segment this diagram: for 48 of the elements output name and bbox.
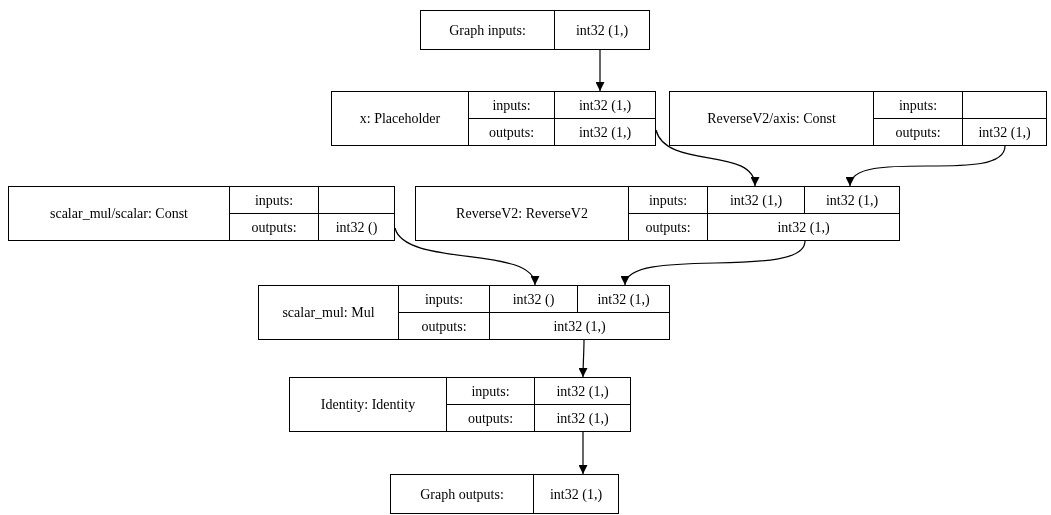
port-label: inputs:: [491, 96, 532, 115]
type-value: int32 (1,): [554, 119, 655, 145]
op-record: [669, 91, 1047, 146]
port-label: outputs:: [420, 317, 468, 336]
port-label: inputs:: [897, 96, 939, 115]
type-value: int32 (1,): [534, 405, 630, 431]
type-value: int32 (1,): [577, 286, 669, 312]
op-record: [415, 186, 900, 241]
op-name: ReverseV2: ReverseV2: [455, 205, 589, 223]
port-label: inputs:: [647, 191, 689, 210]
port-label: outputs:: [894, 123, 942, 142]
type-value: int32 (1,): [533, 475, 618, 513]
io-record: [390, 474, 619, 514]
type-value: int32 (1,): [707, 214, 899, 240]
io-record: [420, 10, 650, 50]
port-label: inputs:: [253, 191, 295, 210]
port-label: outputs:: [250, 218, 298, 237]
type-value: int32 (1,): [554, 92, 655, 118]
arrow: [578, 431, 588, 475]
port-label: outputs:: [644, 218, 692, 237]
op-record: [331, 91, 656, 146]
port-label: inputs:: [470, 382, 511, 401]
op-record: [289, 377, 631, 432]
type-value: int32 (1,): [534, 378, 630, 404]
type-value: int32 (): [318, 214, 394, 240]
op-name: scalar_mul: Mul: [281, 304, 376, 322]
arrow: [624, 240, 806, 286]
op-record: [258, 285, 670, 340]
arrow: [394, 227, 537, 286]
type-value: int32 (1,): [554, 11, 649, 49]
op-name: ReverseV2/axis: Const: [706, 110, 837, 128]
type-value: int32 (1,): [962, 119, 1046, 145]
type-value: int32 (): [489, 286, 577, 312]
op-name: Identity: Identity: [319, 396, 417, 414]
op-name: scalar_mul/scalar: Const: [49, 205, 189, 223]
type-value: int32 (1,): [489, 313, 669, 339]
record-name: Graph outputs:: [419, 485, 505, 504]
type-value: int32 (1,): [707, 187, 804, 213]
arrow: [595, 49, 605, 92]
op-name: x: Placeholder: [358, 110, 442, 128]
arrow: [848, 145, 1006, 187]
port-label: outputs:: [487, 123, 536, 142]
record-name: Graph inputs:: [448, 21, 527, 40]
port-label: outputs:: [466, 409, 515, 428]
op-record: [8, 186, 395, 241]
port-label: inputs:: [423, 290, 465, 309]
arrow: [578, 339, 588, 378]
type-value: int32 (1,): [804, 187, 899, 213]
